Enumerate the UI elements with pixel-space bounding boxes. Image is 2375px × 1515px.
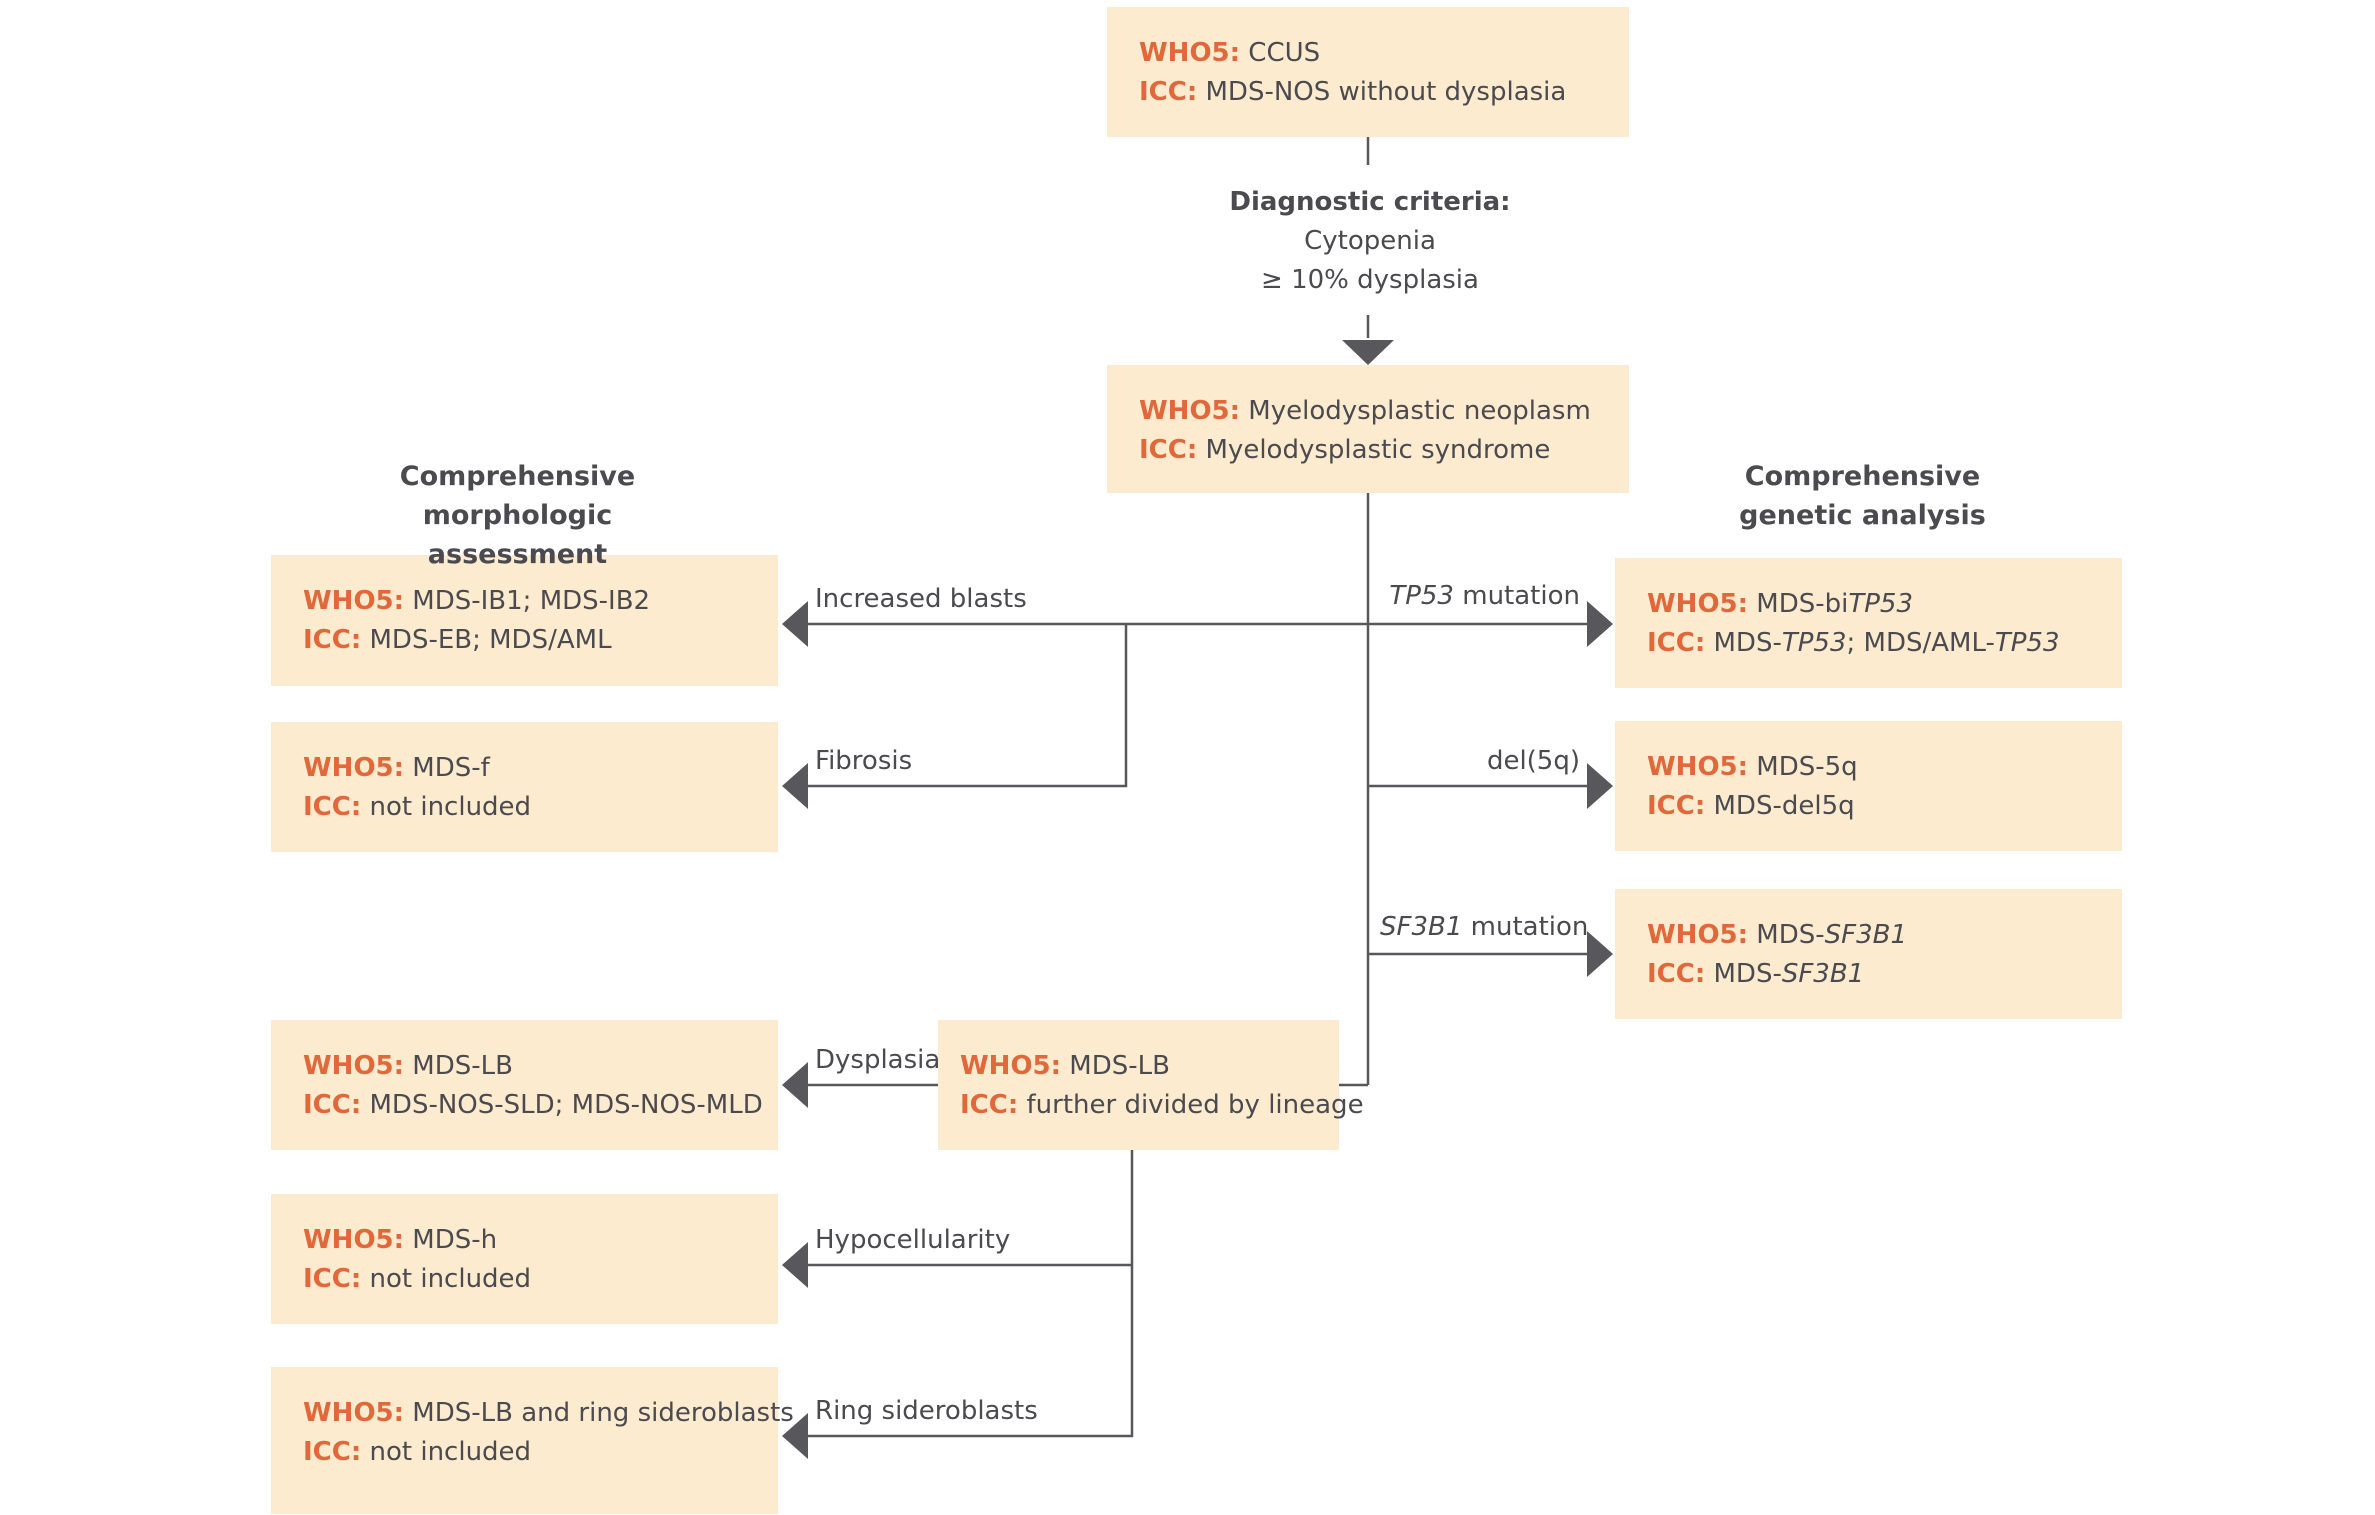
who5-tag: WHO5: [960,1051,1062,1081]
box-hypocellularity: WHO5: MDS-h ICC: not included [271,1194,778,1324]
who5-text: MDS-LB and ring sideroblasts [412,1398,794,1428]
gene-name: SF3B1 [1781,959,1865,989]
arrowhead-down [1342,340,1394,365]
icc-text: MDS-EB; MDS/AML [369,625,612,655]
who5-text: MDS-IB1; MDS-IB2 [412,586,651,616]
who5-text: MDS-LB [1069,1051,1170,1081]
label-sf3b1-mutation: SF3B1 mutation [1380,911,1588,943]
gene-name: TP53 [1994,628,2060,658]
icc-text: MDS-NOS-SLD; MDS-NOS-MLD [369,1090,763,1120]
icc-text: not included [369,792,532,822]
arrowhead-ring [782,1413,808,1459]
heading-morph-line-2: morphologic assessment [422,500,613,570]
gene-name: TP53 [1781,628,1847,658]
label-tp53-rest: mutation [1453,581,1580,611]
icc-tag: ICC: [303,1437,362,1467]
icc-tag: ICC: [960,1090,1019,1120]
box-fibrosis: WHO5: MDS-f ICC: not included [271,722,778,852]
who5-text: MDS-f [412,753,490,783]
who5-tag: WHO5: [1647,589,1749,619]
label-sf3b1-rest: mutation [1462,912,1589,942]
label-ring-sideroblasts: Ring sideroblasts [815,1396,1038,1426]
icc-text: further divided by lineage [1026,1090,1364,1120]
heading-gen-line-2: genetic analysis [1739,500,1986,531]
box-sf3b1: WHO5: MDS-SF3B1 ICC: MDS-SF3B1 [1615,889,2122,1019]
icc-text: MDS- [1713,628,1782,658]
box-ccus: WHO5: CCUS ICC: MDS-NOS without dysplasi… [1107,7,1629,137]
who5-tag: WHO5: [1647,752,1749,782]
who5-tag: WHO5: [303,1225,405,1255]
icc-text: MDS-NOS without dysplasia [1205,77,1567,107]
icc-tag: ICC: [1139,77,1198,107]
arrowhead-del5q [1587,763,1613,809]
connector-lb-branch [803,1150,1134,1438]
who5-tag: WHO5: [1647,920,1749,950]
who5-text: MDS-5q [1756,752,1858,782]
who5-tag: WHO5: [303,1051,405,1081]
arrowhead-blasts [782,601,808,647]
heading-gen-line-1: Comprehensive [1744,461,1981,492]
icc-tag: ICC: [1647,628,1706,658]
box-increased-blasts: WHO5: MDS-IB1; MDS-IB2 ICC: MDS-EB; MDS/… [271,555,778,686]
label-tp53-gene: TP53 [1389,581,1454,611]
icc-tag: ICC: [303,1264,362,1294]
who5-tag: WHO5: [303,753,405,783]
who5-tag: WHO5: [1139,38,1241,68]
label-tp53-mutation: TP53 mutation [1380,580,1580,612]
icc-tag: ICC: [303,792,362,822]
icc-tag: ICC: [1647,791,1706,821]
label-fibrosis: Fibrosis [815,746,913,776]
connector-fibrosis [803,624,1128,788]
label-dysplasia: Dysplasia [815,1045,941,1075]
label-sf3b1-gene: SF3B1 [1380,912,1463,942]
icc-tag: ICC: [303,625,362,655]
who5-text: Myelodysplastic neoplasm [1248,396,1591,426]
icc-tag: ICC: [1139,435,1198,465]
icc-text-mid: ; MDS/AML- [1846,628,1995,658]
heading-genetic: Comprehensive genetic analysis [1675,457,2050,535]
label-del5q: del(5q) [1486,746,1580,776]
box-ring-sideroblasts: WHO5: MDS-LB and ring sideroblasts ICC: … [271,1367,794,1514]
icc-text: not included [369,1437,532,1467]
label-increased-blasts: Increased blasts [815,584,1027,614]
gene-name: SF3B1 [1824,920,1908,950]
gene-name: TP53 [1848,589,1914,619]
icc-text: MDS-del5q [1713,791,1855,821]
who5-tag: WHO5: [303,1398,405,1428]
arrowhead-fibrosis [782,763,808,809]
arrowhead-dysplasia [782,1062,808,1108]
box-tp53: WHO5: MDS-biTP53 ICC: MDS-TP53; MDS/AML-… [1615,558,2122,688]
icc-text: Myelodysplastic syndrome [1205,435,1551,465]
icc-text: not included [369,1264,532,1294]
who5-text: MDS-bi [1756,589,1849,619]
diagnostic-criteria: Diagnostic criteria: Cytopenia ≥ 10% dys… [1180,183,1560,300]
box-mds-lb-center: WHO5: MDS-LB ICC: further divided by lin… [938,1020,1364,1150]
arrowhead-sf3b1 [1587,931,1613,977]
arrowhead-hypo [782,1242,808,1288]
who5-text: MDS-h [412,1225,498,1255]
box-mds-lb-left: WHO5: MDS-LB ICC: MDS-NOS-SLD; MDS-NOS-M… [271,1020,778,1150]
icc-text: MDS- [1713,959,1782,989]
criteria-line-2: ≥ 10% dysplasia [1261,265,1479,295]
criteria-line-1: Cytopenia [1304,226,1436,256]
label-hypocellularity: Hypocellularity [815,1225,1011,1255]
who5-tag: WHO5: [303,586,405,616]
who5-text: MDS- [1756,920,1825,950]
icc-tag: ICC: [1647,959,1706,989]
icc-tag: ICC: [303,1090,362,1120]
heading-morphologic: Comprehensive morphologic assessment [330,457,705,574]
arrowhead-tp53 [1587,601,1613,647]
heading-morph-line-1: Comprehensive [399,461,636,492]
box-myelodysplastic: WHO5: Myelodysplastic neoplasm ICC: Myel… [1107,365,1629,493]
who5-text: CCUS [1248,38,1321,68]
who5-text: MDS-LB [412,1051,513,1081]
who5-tag: WHO5: [1139,396,1241,426]
box-del5q: WHO5: MDS-5q ICC: MDS-del5q [1615,721,2122,851]
criteria-title: Diagnostic criteria: [1229,187,1511,217]
